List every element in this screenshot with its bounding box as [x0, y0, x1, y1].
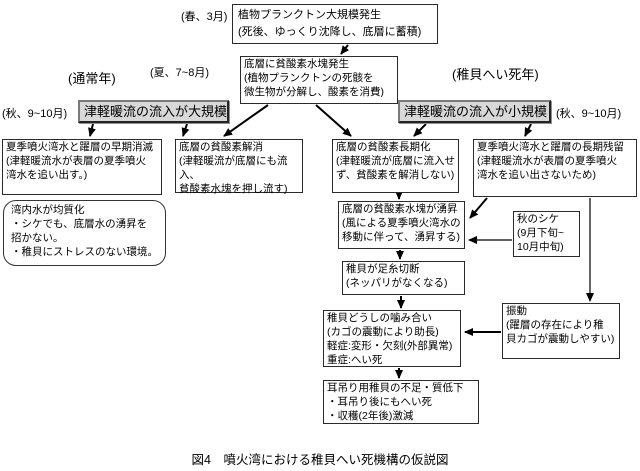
label-autumn-right: (秋、9~10月): [556, 108, 622, 120]
node-biting: 稚貝どうしの噛み合い (カゴの震動により助長) 軽症:変形・欠刻(外部異常) 重…: [323, 310, 461, 367]
node-tsugaru-inflow-large: 津軽暖流の流入が大規模: [78, 100, 229, 123]
node-homogenized-water: 湾内水が均質化 ・シケでも、底層水の湧昇を 招かない。 ・稚貝にストレスのない環…: [3, 200, 166, 266]
label-summer: (夏、7~8月): [150, 67, 209, 79]
label-autumn-left: (秋、9~10月): [2, 108, 68, 120]
node-hypoxia-resolved: 底層の貧酸素解消 (津軽暖流が底層にも流入、 貧酸素水塊を押し流す): [175, 139, 303, 195]
node-plankton-bloom: 植物プランクトン大規模発生 (死後、ゆっくり沈降し、底層に蓄積): [232, 4, 438, 44]
node-vibration: 振動 (躍層の存在により稚 貝カゴが震動しやすい): [502, 303, 620, 359]
node-seed-shortage: 耳吊り用稚貝の不足・質低下 ・耳吊り後にもへい死 ・収穫(2年後)激減: [323, 380, 479, 424]
node-long-residence: 夏季噴火湾水と躍層の長期残留 (津軽暖流水が表層の夏季噴火 湾水を追い出さないた…: [473, 139, 637, 197]
label-mortality-year: (稚貝へい死年): [452, 67, 539, 82]
node-hypoxia-prolonged: 底層の貧酸素長期化 (津軽暖流が底層に流入せ ず、貧酸素を解消しない): [332, 139, 459, 193]
figure-caption: 図4 噴火湾における稚貝へい死機構の仮説図: [191, 453, 449, 467]
node-tsugaru-inflow-small: 津軽暖流の流入が小規模: [398, 100, 551, 123]
label-normal-year: (通常年): [68, 71, 116, 86]
node-hypoxic-upwelling: 底層の貧酸素水塊が湧昇 (風による夏季噴火湾水の 移動に伴って、湧昇する): [338, 201, 465, 249]
node-byssus-cut: 稚貝が足糸切断 (ネッパリがなくなる): [342, 261, 465, 295]
label-spring: (春、3月): [181, 11, 228, 23]
node-hypoxic-water-forms: 底層に貧酸素水塊発生 (植物プランクトンの死骸を 微生物が分解し、酸素を消費): [240, 56, 398, 104]
node-autumn-storm: 秋のシケ (9月下旬~ 10月中旬): [513, 211, 580, 257]
node-early-disappearance: 夏季噴火湾水と躍層の早期消滅 (津軽暖流水が表層の夏季噴火 湾水を追い出す。): [2, 139, 162, 195]
